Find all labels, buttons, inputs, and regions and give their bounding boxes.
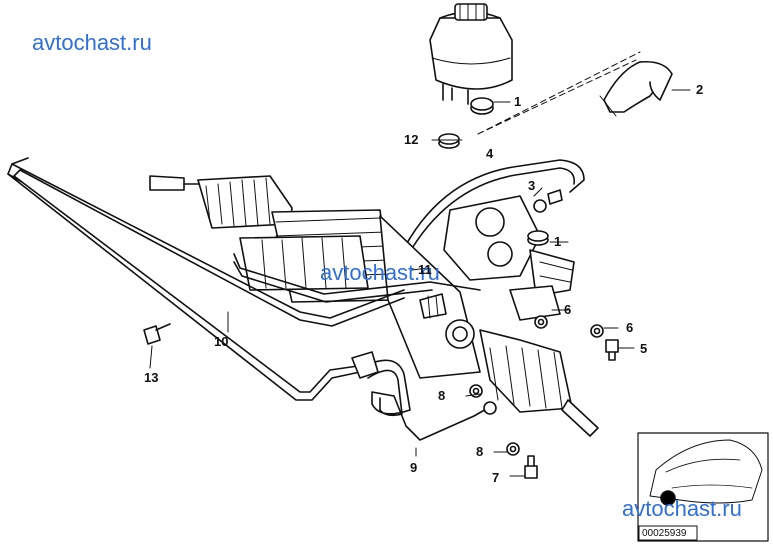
clamp-1-top [470, 97, 494, 115]
callout-2: 2 [696, 82, 704, 97]
hose-2 [599, 60, 673, 117]
power-steering-pump [443, 195, 575, 321]
callout-1-top: 1 [514, 94, 522, 109]
callout-7: 7 [492, 470, 500, 485]
callout-5: 5 [640, 341, 648, 356]
banjo-bolt-7 [524, 455, 538, 479]
washer-6-lower [590, 324, 604, 338]
callout-13: 13 [144, 370, 159, 385]
callout-9: 9 [410, 460, 418, 475]
pipe-4 [399, 159, 585, 263]
banjo-bolt-3 [533, 189, 563, 213]
callout-11: 11 [418, 262, 432, 277]
callout-8-upper: 8 [438, 388, 446, 403]
connector-11 [419, 293, 447, 319]
callout-8-lower: 8 [476, 444, 484, 459]
watermark-center: avtochast.ru [320, 260, 440, 285]
washer-8-lower [506, 442, 520, 456]
watermark-bottom-right: avtochast.ru [622, 496, 742, 521]
washer-6-upper [534, 315, 548, 329]
callout-12: 12 [404, 132, 419, 147]
fluid-reservoir [429, 3, 513, 105]
callout-10: 10 [214, 334, 229, 349]
bolt-13 [143, 323, 171, 345]
clamp-1-mid [527, 230, 549, 246]
callout-1-mid: 1 [554, 234, 562, 249]
cooler-tubes [233, 253, 481, 303]
steering-gear [149, 175, 599, 437]
return-hose-9 [351, 351, 497, 441]
cooling-loop-10 [7, 157, 405, 401]
banjo-bolt-5 [605, 339, 619, 361]
watermark-top-left: avtochast.ru [32, 30, 152, 55]
leader-lines [149, 89, 691, 477]
callout-6-upper: 6 [564, 302, 572, 317]
callout-3: 3 [528, 178, 536, 193]
callout-4: 4 [486, 146, 494, 161]
reference-number: 00025939 [642, 528, 687, 539]
vehicle-inset [637, 432, 769, 542]
clamp-12 [438, 133, 460, 149]
callout-6-lower: 6 [626, 320, 634, 335]
